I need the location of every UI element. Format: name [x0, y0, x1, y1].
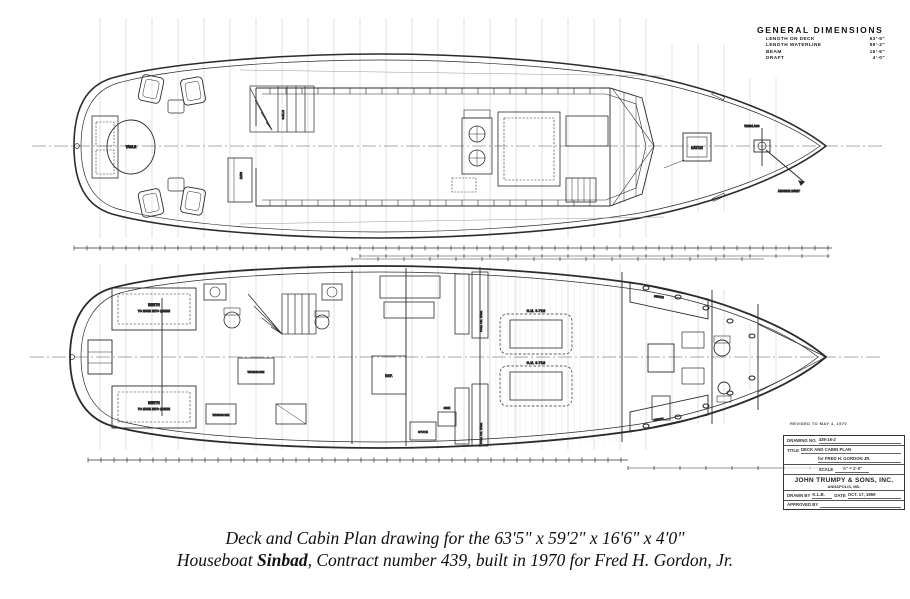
- boat-name: Sinbad: [257, 549, 308, 570]
- company-name: JOHN TRUMPY & SONS, INC.: [794, 477, 894, 484]
- scale-value: ½" = 1'-0": [835, 466, 870, 473]
- aft-deck-bench: SEAT: [227, 157, 253, 203]
- date-value: OCT. 17, 1969: [847, 492, 901, 499]
- berth-sublabel: TO MAKE INTO QUEEN: [138, 309, 170, 313]
- sink-label: SINK: [444, 406, 451, 410]
- bulkheads: [161, 267, 759, 447]
- cabin-hull-inner: [80, 271, 819, 443]
- boat-plans-drawing: TABLE STEPS SEAT: [30, 18, 882, 470]
- fuel-tank-label: FUEL OIL TANK: [479, 423, 483, 444]
- scale-row: SCALE ½" = 1'-0": [784, 465, 904, 475]
- fuel-tanks: FUEL OIL TANK FUEL OIL TANK: [454, 271, 489, 447]
- deckhouse: [255, 87, 655, 207]
- davit-label: ANCHOR DAVIT: [778, 189, 800, 193]
- wardrobe-label: WARDROBE: [213, 413, 230, 417]
- portholes: [642, 285, 756, 429]
- approved-by-value: [820, 507, 901, 508]
- foredeck-hatch: HATCH: [663, 132, 712, 169]
- revision-note: REVISED TO MAY 4, 1970: [790, 421, 847, 426]
- forward-cabin: BERTH BERTH: [629, 281, 827, 433]
- aft-deck-stairs: STEPS: [249, 85, 315, 133]
- windlass-label: WINDLASS: [744, 124, 759, 128]
- berth-label: BERTH: [148, 303, 160, 307]
- general-dimensions-box: GENERAL DIMENSIONS LENGTH ON DECK 63'-5"…: [757, 25, 885, 63]
- cabin-dimension-line: [87, 257, 832, 470]
- drawing-client: for FRED H. GORDON JR.: [818, 456, 901, 463]
- galley: REF. STOVE SINK: [371, 275, 457, 441]
- dimension-row: LENGTH WATERLINE 59'-2": [766, 43, 885, 49]
- engine-label: G.M. 6-71M: [527, 309, 546, 313]
- wardrobes: WARDROBE WARDROBE: [205, 357, 307, 425]
- drawn-by-row: DRAWN BY K.L.B. DATE OCT. 17, 1969: [784, 491, 904, 501]
- berth-label: BERTH: [148, 401, 160, 405]
- approved-by-row: APPROVED BY: [784, 501, 904, 509]
- wardrobe-label: WARDROBE: [248, 370, 265, 374]
- berth-sublabel: TO MAKE INTO QUEEN: [138, 407, 170, 411]
- toilet: [223, 311, 241, 329]
- drawn-by-value: K.L.B.: [812, 492, 833, 499]
- caption: Deck and Cabin Plan drawing for the 63'5…: [0, 528, 910, 571]
- dimension-row: DRAFT 4'-0": [766, 56, 885, 62]
- aft-deck-cabinet: [91, 115, 119, 179]
- dimension-row: BEAM 16'-6": [766, 49, 885, 55]
- cabin-plan: BERTH TO MAKE INTO QUEEN BERTH TO MAKE I…: [30, 257, 882, 470]
- company-row: JOHN TRUMPY & SONS, INC. ANNAPOLIS, MD.: [784, 475, 904, 491]
- cabin-stairs: [247, 293, 317, 335]
- deck-plan: TABLE STEPS SEAT: [32, 18, 882, 258]
- dimension-row: LENGTH ON DECK 63'-5": [766, 37, 885, 42]
- stove-label: STOVE: [418, 430, 428, 434]
- deck-dimension-line: [73, 245, 832, 258]
- seat-label: SEAT: [239, 172, 243, 180]
- table-label: TABLE: [126, 145, 137, 149]
- window-mullions: [269, 88, 591, 206]
- caption-line-1: Deck and Cabin Plan drawing for the 63'5…: [225, 528, 685, 548]
- round-table: TABLE: [106, 119, 156, 175]
- deck-rail-inner: [80, 59, 821, 233]
- pilothouse-furniture: [497, 111, 609, 203]
- drawing-title: DECK AND CABIN PLAN: [800, 447, 901, 454]
- head-compartments: [203, 283, 343, 330]
- refrigerator-label: REF.: [385, 374, 393, 378]
- title-row2: for FRED H. GORDON JR.: [784, 455, 904, 465]
- deck-chairs: [137, 74, 206, 218]
- cabin-hull-outline: [69, 265, 828, 449]
- fuel-tank-label: FUEL OIL TANK: [479, 311, 483, 332]
- engine-room: G.M. 6-71M G.M. 6-71M: [499, 309, 671, 421]
- drawing-number-row: DRAWING NO. 439-16-2: [784, 436, 904, 446]
- anchor-davit: ANCHOR DAVIT: [765, 149, 806, 194]
- drawing-number: 439-16-2: [818, 437, 901, 444]
- toilet: [713, 339, 731, 357]
- helm-console: [451, 109, 493, 193]
- title-block: REVISED TO MAY 4, 1970 DRAWING NO. 439-1…: [783, 421, 905, 510]
- company-city: ANNAPOLIS, MD.: [827, 484, 861, 489]
- toilet: [314, 314, 330, 330]
- caption-line-2: Houseboat Sinbad, Contract number 439, b…: [176, 549, 734, 570]
- aft-stateroom: BERTH TO MAKE INTO QUEEN BERTH TO MAKE I…: [87, 287, 197, 429]
- deck-hull-outline: [73, 53, 828, 239]
- anchor-windlass: WINDLASS: [744, 124, 771, 166]
- steps-label: STEPS: [281, 110, 285, 120]
- title-row: TITLE DECK AND CABIN PLAN: [784, 446, 904, 455]
- fwd-berth-label: BERTH: [654, 417, 664, 422]
- general-dimensions-title: GENERAL DIMENSIONS: [757, 25, 884, 35]
- fwd-berth-label: BERTH: [654, 294, 664, 299]
- hatch-label: HATCH: [691, 146, 703, 150]
- engine-label: G.M. 6-71M: [527, 361, 546, 365]
